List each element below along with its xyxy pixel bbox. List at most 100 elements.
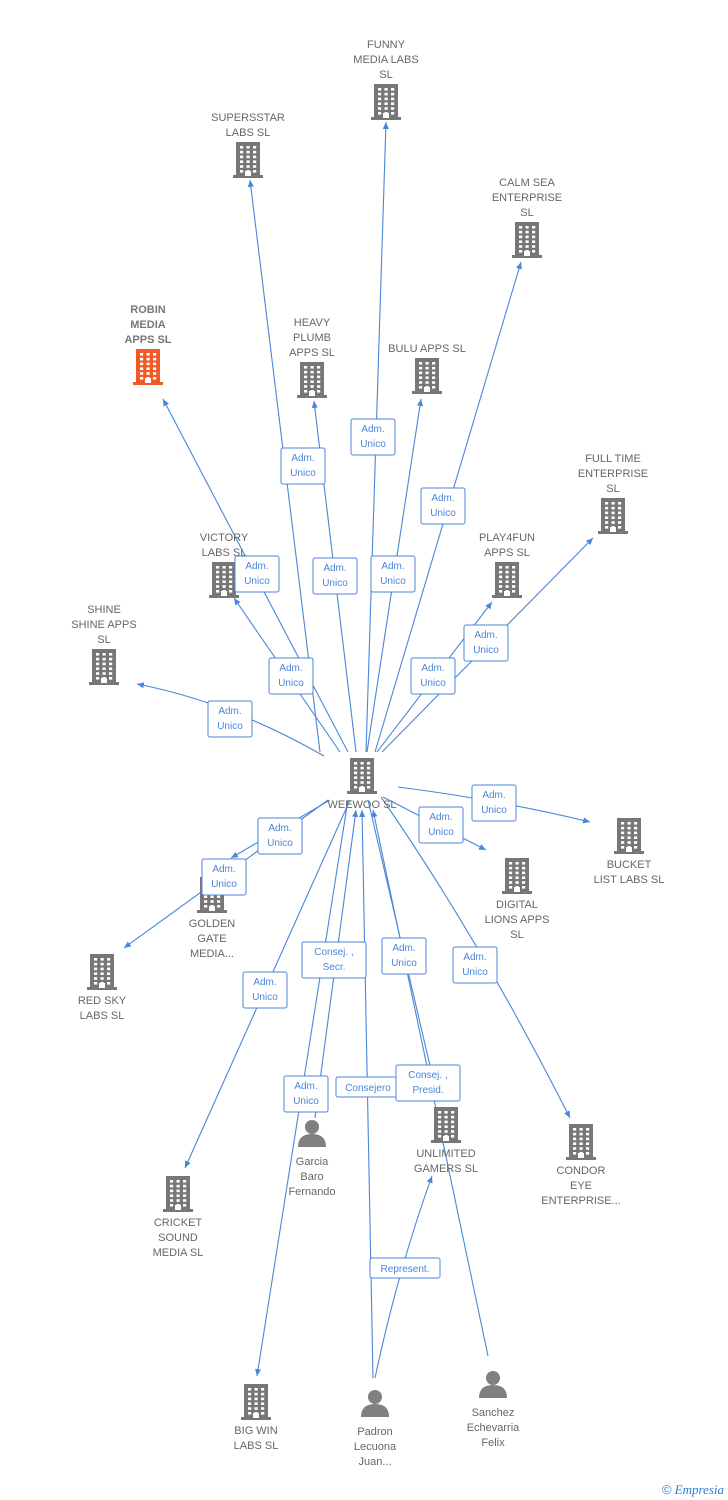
node-label: DIGITAL bbox=[496, 899, 538, 911]
node-digital[interactable]: DIGITAL LIONS APPS SL bbox=[485, 858, 550, 941]
node-label: CALM SEA bbox=[499, 177, 555, 189]
edge-label-weewoo-redsky[interactable]: Adm.Unico bbox=[201, 858, 247, 896]
edge-label-padron-unlimited[interactable]: Represent. bbox=[369, 1257, 441, 1279]
node-label: Juan... bbox=[358, 1456, 391, 1468]
node-label: APPS SL bbox=[124, 334, 171, 346]
edge-label-weewoo-unlimited[interactable]: Adm.Unico bbox=[381, 937, 427, 975]
node-label: ENTERPRISE bbox=[492, 192, 562, 204]
edge-label-text: Consej. , bbox=[314, 947, 353, 958]
node-label: ENTERPRISE bbox=[578, 468, 648, 480]
edge-label-weewoo-fulltime[interactable]: Adm.Unico bbox=[463, 624, 509, 662]
edge-label-weewoo-robin[interactable]: Adm.Unico bbox=[234, 555, 280, 593]
edge-label-weewoo-digital[interactable]: Adm.Unico bbox=[418, 806, 464, 844]
copyright-icon: © bbox=[662, 1482, 672, 1497]
node-label: LIST LABS SL bbox=[594, 874, 665, 886]
node-robin[interactable]: ROBIN MEDIA APPS SL bbox=[124, 304, 172, 385]
edge-label-text: Unico bbox=[360, 439, 386, 450]
edge-label-text: Unico bbox=[473, 645, 499, 656]
node-label: SL bbox=[520, 207, 533, 219]
building-icon bbox=[89, 649, 119, 685]
node-label: PLAY4FUN bbox=[479, 532, 535, 544]
edge-label-weewoo-play4fun[interactable]: Adm.Unico bbox=[410, 657, 456, 695]
edge-label-weewoo-funny[interactable]: Adm.Unico bbox=[350, 418, 396, 456]
edge-label-text: Unico bbox=[380, 576, 406, 587]
node-label: Baro bbox=[300, 1171, 323, 1183]
node-label: MEDIA... bbox=[190, 948, 234, 960]
edge-label-sanchez-weewoo[interactable]: Consej. ,Presid. bbox=[395, 1064, 461, 1102]
node-label: APPS SL bbox=[289, 347, 335, 359]
edge-label-weewoo-condor[interactable]: Adm. Unico bbox=[452, 946, 498, 984]
node-label: Fernando bbox=[288, 1186, 335, 1198]
node-label: SUPERSSTAR bbox=[211, 112, 285, 124]
node-bulu[interactable]: BULU APPS SL bbox=[388, 343, 466, 394]
edge-label-text: Unico bbox=[420, 678, 446, 689]
edge-label-text: Unico bbox=[322, 578, 348, 589]
node-label: ROBIN bbox=[130, 304, 166, 316]
edge-label-text: Adm. bbox=[291, 453, 314, 464]
node-play4fun[interactable]: PLAY4FUN APPS SL bbox=[479, 532, 535, 598]
node-label: VICTORY bbox=[200, 532, 249, 544]
edge-label-weewoo-golden[interactable]: Adm.Unico bbox=[257, 817, 303, 855]
edge-label-text: Adm. bbox=[323, 563, 346, 574]
node-label: EYE bbox=[570, 1180, 592, 1192]
node-label: BULU APPS SL bbox=[388, 343, 466, 355]
node-weewoo[interactable]: WEEWOO SL bbox=[327, 758, 397, 811]
node-calmsea[interactable]: CALM SEA ENTERPRISE SL bbox=[492, 177, 562, 258]
node-label: Lecuona bbox=[354, 1441, 397, 1453]
node-label: MEDIA SL bbox=[153, 1247, 204, 1259]
edge-label-text: Unico bbox=[430, 508, 456, 519]
edge-label-text: Consejero bbox=[345, 1083, 391, 1094]
node-condor[interactable]: CONDOR EYE ENTERPRISE... bbox=[541, 1124, 621, 1207]
edge-label-weewoo-supersstar[interactable]: Adm.Unico bbox=[280, 447, 326, 485]
edge-label-weewoo-shine[interactable]: Adm.Unico bbox=[207, 700, 253, 738]
building-icon bbox=[512, 222, 542, 258]
node-label: APPS SL bbox=[484, 547, 530, 559]
node-label: LIONS APPS bbox=[485, 914, 550, 926]
node-label: ENTERPRISE... bbox=[541, 1195, 620, 1207]
node-label: SL bbox=[606, 483, 619, 495]
edge-label-text: Unico bbox=[462, 967, 488, 978]
node-label: CONDOR bbox=[557, 1165, 606, 1177]
building-icon bbox=[566, 1124, 596, 1160]
node-label: MEDIA bbox=[130, 319, 166, 331]
edge-label-weewoo-bucket[interactable]: Adm.Unico bbox=[471, 784, 517, 822]
edge-label-padron-weewoo[interactable]: Consejero bbox=[335, 1076, 401, 1098]
building-icon bbox=[598, 498, 628, 534]
edge-label-text: Adm. bbox=[463, 952, 486, 963]
edge-label-weewoo-bigwin[interactable]: Adm.Unico bbox=[283, 1075, 329, 1113]
edge-label-garcia-weewoo[interactable]: Consej. ,Secr. bbox=[301, 941, 367, 979]
edge-label-text: Unico bbox=[217, 721, 243, 732]
brand-logo[interactable]: Empresia bbox=[674, 1482, 724, 1497]
edge-label-weewoo-calmsea[interactable]: Adm.Unico bbox=[420, 487, 466, 525]
edge-label-text: Adm. bbox=[482, 790, 505, 801]
edge-label-weewoo-bulu[interactable]: Adm.Unico bbox=[370, 555, 416, 593]
building-icon bbox=[233, 142, 263, 178]
node-label: SOUND bbox=[158, 1232, 198, 1244]
edge-label-text: Unico bbox=[211, 879, 237, 890]
node-label: LABS SL bbox=[234, 1440, 279, 1452]
node-label: SL bbox=[510, 929, 523, 941]
edge-label-layer: Adm.UnicoAdm.UnicoAdm.UnicoAdm.UnicoAdm.… bbox=[201, 418, 517, 1279]
edge-label-weewoo-cricket[interactable]: Adm.Unico bbox=[242, 971, 288, 1009]
edge-label-weewoo-victory[interactable]: Adm.Unico bbox=[268, 657, 314, 695]
node-padron[interactable]: PadronLecuonaJuan... bbox=[354, 1390, 397, 1468]
edge-label-text: Unico bbox=[278, 678, 304, 689]
edge-layer bbox=[123, 121, 594, 1379]
edge-label-weewoo-heavy[interactable]: Adm. Unico bbox=[312, 557, 358, 595]
node-label: GAMERS SL bbox=[414, 1163, 478, 1175]
